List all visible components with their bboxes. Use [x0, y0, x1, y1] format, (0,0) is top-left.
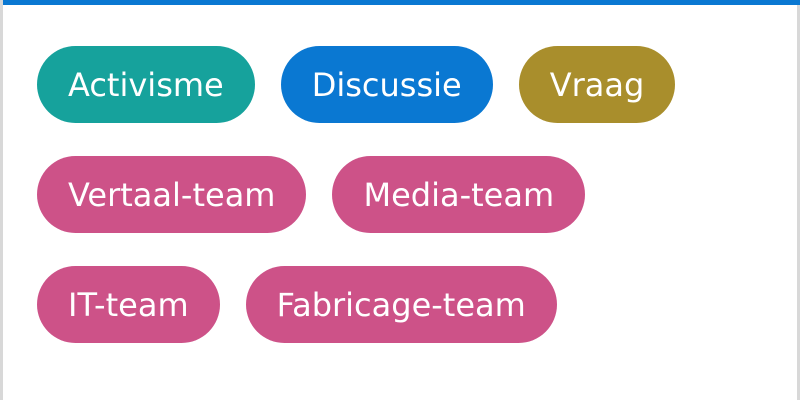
top-accent-bar — [3, 0, 800, 5]
tag-media-team[interactable]: Media-team — [332, 156, 586, 233]
tag-list: Activisme Discussie Vraag Vertaal-team M… — [37, 46, 777, 376]
tag-row: Activisme Discussie Vraag — [37, 46, 777, 123]
tag-activisme[interactable]: Activisme — [37, 46, 255, 123]
tag-vraag[interactable]: Vraag — [518, 46, 676, 123]
tag-fabricage-team[interactable]: Fabricage-team — [245, 266, 557, 343]
tag-vertaal-team[interactable]: Vertaal-team — [37, 156, 307, 233]
tag-discussie[interactable]: Discussie — [280, 46, 493, 123]
tag-row: IT-team Fabricage-team — [37, 266, 777, 343]
tag-row: Vertaal-team Media-team — [37, 156, 777, 233]
tag-it-team[interactable]: IT-team — [37, 266, 220, 343]
